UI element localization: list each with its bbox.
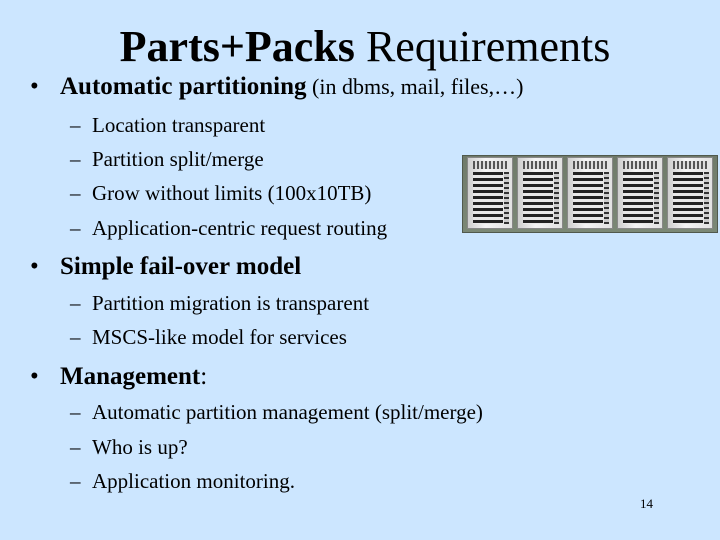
- sub-item-text: Partition migration is transparent: [92, 291, 370, 315]
- sub-item-text: MSCS-like model for services: [92, 325, 347, 349]
- bullet-simple-fail-over: • Simple fail-over model: [30, 252, 301, 282]
- dash-marker: –: [70, 325, 81, 349]
- bullet-suffix: :: [200, 363, 208, 390]
- server-rack-image: [462, 155, 718, 233]
- sub-item-text: Partition split/merge: [92, 147, 264, 171]
- bullet-automatic-partitioning: • Automatic partitioning (in dbms, mail, …: [30, 72, 523, 102]
- slide-title: Parts+Packs Requirements: [0, 20, 720, 74]
- sub-item: –Application-centric request routing: [70, 215, 387, 241]
- sub-item: –Automatic partition management (split/m…: [70, 399, 483, 425]
- sub-item: –Application monitoring.: [70, 468, 295, 494]
- sub-item-text: Grow without limits (100x10TB): [92, 181, 372, 205]
- bullet-heading: Management: [60, 363, 201, 390]
- bullet-parenthetical: (in dbms, mail, files,…): [306, 74, 524, 99]
- sub-item: –Who is up?: [70, 434, 188, 460]
- title-rest: Requirements: [354, 22, 611, 71]
- dash-marker: –: [70, 113, 81, 137]
- sub-item-text: Application monitoring.: [92, 469, 295, 493]
- server-tower-icon: [567, 157, 613, 229]
- dash-marker: –: [70, 291, 81, 315]
- sub-item: –MSCS-like model for services: [70, 324, 347, 350]
- dash-marker: –: [70, 147, 81, 171]
- sub-item-text: Automatic partition management (split/me…: [92, 400, 483, 424]
- sub-item-text: Who is up?: [92, 435, 188, 459]
- server-tower-icon: [667, 157, 713, 229]
- bullet-heading: Simple fail-over model: [60, 253, 302, 280]
- bullet-management: • Management:: [30, 362, 207, 392]
- sub-item-text: Location transparent: [92, 113, 266, 137]
- bullet-marker: •: [30, 73, 39, 100]
- bullet-marker: •: [30, 253, 39, 280]
- sub-item: –Location transparent: [70, 112, 265, 138]
- sub-item-text: Application-centric request routing: [92, 216, 388, 240]
- dash-marker: –: [70, 400, 81, 424]
- bullet-heading: Automatic partitioning: [60, 73, 307, 100]
- dash-marker: –: [70, 216, 81, 240]
- sub-item: –Partition split/merge: [70, 146, 264, 172]
- sub-item: –Grow without limits (100x10TB): [70, 180, 371, 206]
- sub-item: –Partition migration is transparent: [70, 290, 369, 316]
- page-number: 14: [640, 496, 653, 511]
- dash-marker: –: [70, 181, 81, 205]
- dash-marker: –: [70, 435, 81, 459]
- dash-marker: –: [70, 469, 81, 493]
- server-tower-icon: [617, 157, 663, 229]
- server-tower-icon: [517, 157, 563, 229]
- bullet-marker: •: [30, 363, 39, 390]
- title-bold: Parts+Packs: [119, 22, 355, 71]
- server-tower-icon: [467, 157, 513, 229]
